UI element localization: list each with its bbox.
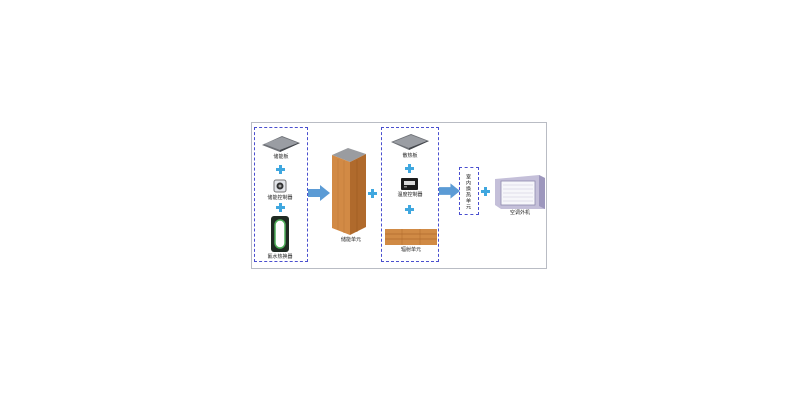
heat-exchanger-label: 氟水热换器: [267, 254, 293, 260]
wood-column-icon: [332, 148, 366, 235]
ac-outdoor-unit-icon: [495, 175, 545, 209]
heat-sink-plate-label: 散热板: [402, 153, 418, 159]
diagram-frame: 储能板 储能控制器 氟水热换器 储能单元 散热板: [251, 122, 547, 269]
plus-icon: [481, 187, 490, 196]
indoor-heat-exchange-unit: [459, 167, 479, 215]
right-component-group: [381, 127, 439, 262]
energy-storage-plate-icon: [262, 136, 300, 152]
arrow-right-icon: [439, 183, 460, 199]
thermostat-label: 温度控制器: [397, 192, 423, 198]
heat-exchanger-icon: [271, 216, 289, 252]
controller-label: 储能控制器: [267, 195, 293, 201]
plus-icon: [276, 203, 285, 212]
energy-storage-unit-label: 储能单元: [340, 237, 361, 243]
plus-icon: [405, 205, 414, 214]
heat-sink-plate-icon: [391, 134, 429, 150]
left-component-group: [254, 127, 308, 262]
plus-icon: [276, 165, 285, 174]
indoor-heat-exchange-unit-label: 室内换热单元: [465, 174, 471, 210]
plus-icon: [405, 164, 414, 173]
thermostat-icon: [401, 178, 418, 190]
arrow-right-icon: [308, 185, 330, 201]
energy-storage-plate-label: 储能板: [273, 154, 289, 160]
ac-outdoor-unit-label: 空调外机: [509, 210, 530, 216]
controller-icon: [273, 179, 287, 193]
radiant-panel-icon: [385, 229, 437, 245]
plus-icon: [368, 189, 377, 198]
radiant-unit-label: 辐射单元: [400, 247, 421, 253]
